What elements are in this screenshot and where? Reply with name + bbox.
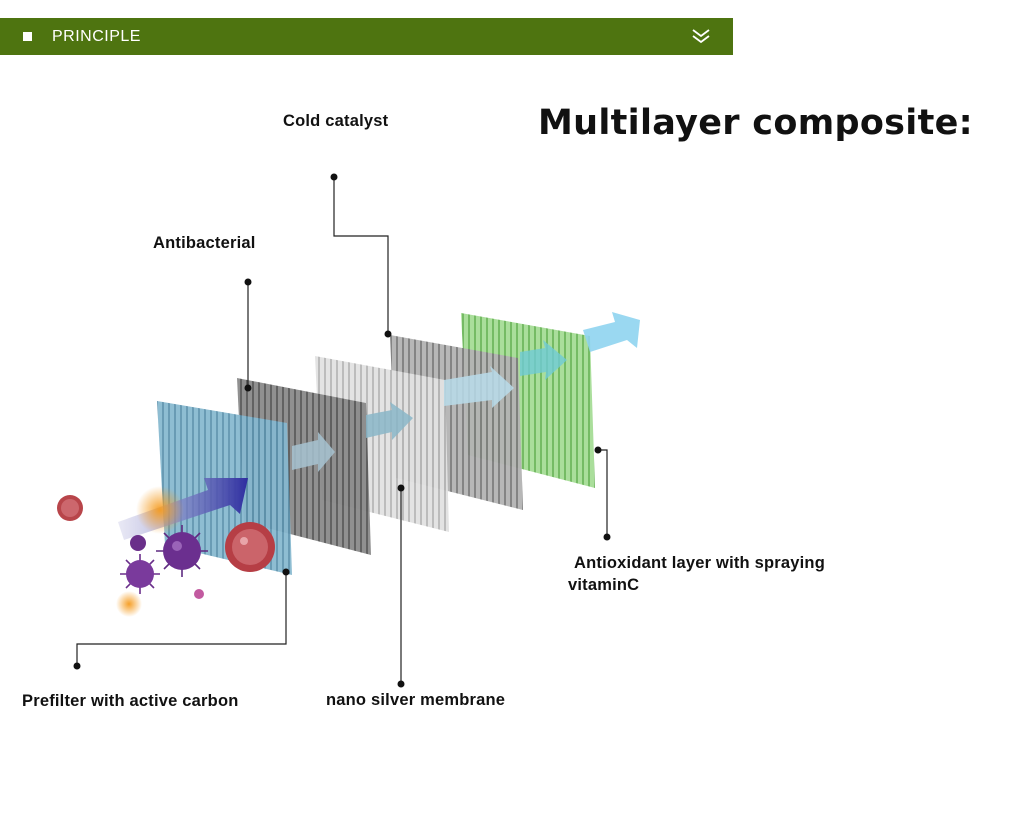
label-nano-silver: nano silver membrane [326, 691, 506, 709]
section-title: PRINCIPLE [52, 28, 141, 45]
label-prefilter: Prefilter with active carbon [22, 692, 239, 710]
virus-purple-3 [156, 525, 208, 577]
leader-antioxidant [598, 449, 608, 537]
double-chevron-down-icon[interactable] [690, 27, 712, 45]
diagram-heading: Multilayer composite: [538, 103, 973, 143]
virus-red-small [57, 495, 83, 521]
exit-arrow [583, 312, 640, 352]
leader-prefilter [76, 572, 287, 666]
airflow-arrow-2 [366, 402, 413, 440]
virus-red-large [225, 522, 275, 572]
label-antibacterial: Antibacterial [153, 234, 256, 252]
section-header-bar[interactable]: PRINCIPLE [0, 18, 733, 55]
label-antioxidant-line2: vitaminC [568, 576, 640, 594]
label-cold-catalyst: Cold catalyst [283, 112, 389, 130]
airflow-arrow-1 [292, 432, 335, 472]
airflow-arrow-4 [520, 340, 567, 380]
virus-purple-1 [130, 535, 146, 551]
square-bullet-icon [23, 32, 32, 41]
airflow-arrow-3 [444, 366, 514, 408]
virus-purple-2 [120, 554, 160, 594]
pink-particle [194, 589, 204, 599]
leader-cold-catalyst [333, 177, 389, 334]
orange-particle-2 [116, 591, 142, 617]
orange-particle-1 [136, 486, 184, 534]
label-antioxidant-line1: Antioxidant layer with spraying [574, 554, 825, 572]
